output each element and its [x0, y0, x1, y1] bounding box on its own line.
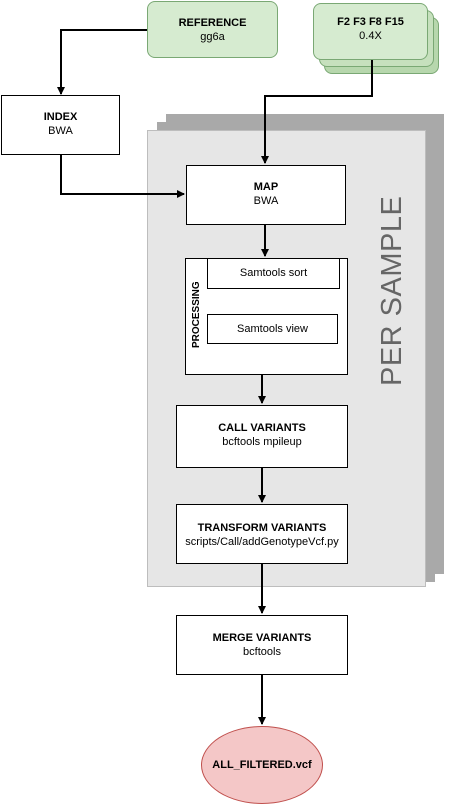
- merge-variants-node[interactable]: MERGE VARIANTS bcftools: [176, 615, 348, 675]
- samtools-view-label: Samtools view: [237, 323, 308, 335]
- index-title: INDEX: [43, 111, 78, 123]
- transform-variants-title: TRANSFORM VARIANTS: [197, 522, 327, 534]
- merge-variants-subtitle: bcftools: [243, 646, 281, 658]
- index-node[interactable]: INDEX BWA: [1, 95, 120, 155]
- merge-variants-title: MERGE VARIANTS: [212, 632, 312, 644]
- samples-title: F2 F3 F8 F15: [337, 16, 404, 28]
- output-node[interactable]: ALL_FILTERED.vcf: [201, 726, 323, 804]
- samtools-sort-label: Samtools sort: [239, 267, 308, 279]
- call-variants-title: CALL VARIANTS: [218, 422, 306, 434]
- reference-subtitle: gg6a: [200, 31, 225, 43]
- transform-variants-subtitle: scripts/Call/addGenotypeVcf.py: [185, 536, 339, 548]
- map-node[interactable]: MAP BWA: [186, 165, 346, 225]
- edge-index-map: [60, 155, 185, 198]
- edge-reference-index: [57, 29, 147, 95]
- call-variants-subtitle: bcftools mpileup: [222, 436, 302, 448]
- samples-subtitle: 0.4X: [359, 30, 382, 42]
- output-title: ALL_FILTERED.vcf: [212, 759, 312, 771]
- map-subtitle: BWA: [253, 195, 279, 207]
- reference-node[interactable]: REFERENCE gg6a: [147, 1, 278, 58]
- call-variants-node[interactable]: CALL VARIANTS bcftools mpileup: [176, 405, 348, 468]
- samtools-view-node[interactable]: Samtools view: [207, 314, 338, 344]
- reference-title: REFERENCE: [178, 17, 247, 29]
- samples-node[interactable]: F2 F3 F8 F15 0.4X: [313, 3, 428, 60]
- index-subtitle: BWA: [48, 125, 73, 137]
- map-title: MAP: [253, 181, 279, 193]
- samtools-sort-node[interactable]: Samtools sort: [207, 258, 340, 289]
- transform-variants-node[interactable]: TRANSFORM VARIANTS scripts/Call/addGenot…: [176, 504, 348, 564]
- edge-samples-map: [261, 60, 373, 164]
